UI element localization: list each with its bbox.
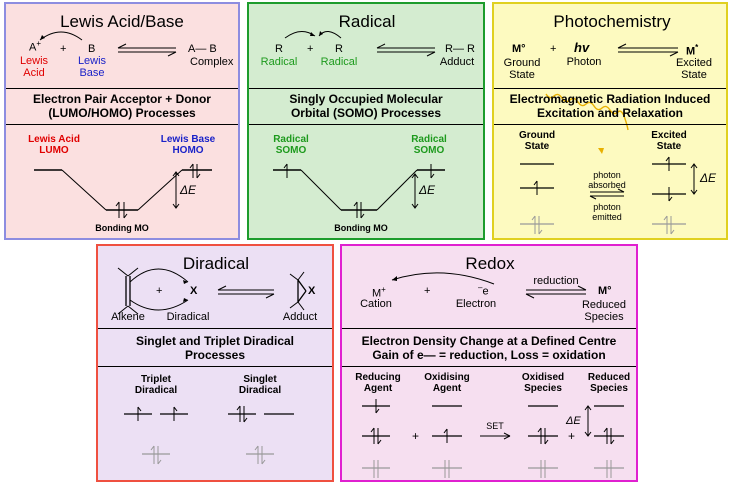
complex-label: Complex	[190, 56, 234, 68]
product-m-excited: M*	[686, 43, 699, 58]
delta-e-label: ΔE	[700, 171, 717, 185]
divider	[98, 366, 332, 367]
cation-label: Cation	[360, 298, 392, 310]
divider	[342, 328, 636, 329]
electron-symbol: –e	[478, 283, 489, 298]
adduct-label: Adduct	[282, 311, 318, 323]
bonding-mo-label: Bonding MO	[334, 223, 388, 233]
photon-label: Photon	[566, 56, 602, 68]
diradical-panel: Diradical	[96, 244, 334, 482]
product-ab: A— B	[188, 43, 217, 55]
plus-sign: +	[60, 43, 67, 55]
divider	[6, 88, 238, 89]
diradical-scheme-graphics	[117, 267, 307, 465]
species-a: A+	[29, 39, 42, 54]
alkene-label: Alkene	[111, 311, 145, 323]
redox-scheme-graphics	[362, 272, 624, 478]
panel-title: Photochemistry	[553, 12, 671, 31]
species-r1: R	[275, 43, 283, 55]
divider	[342, 366, 636, 367]
species-m: M°	[512, 43, 526, 55]
product-m-reduced: M°	[598, 285, 612, 297]
species-m-cation: M+	[372, 285, 386, 300]
diradical-label: Diradical	[166, 311, 210, 323]
delta-e-label: ΔE	[419, 183, 436, 197]
panel-description: Electron Density Change at a Defined Cen…	[361, 334, 617, 362]
photochemistry-graphics	[520, 43, 698, 235]
panel-title: Lewis Acid/Base	[60, 12, 184, 31]
bonding-mo-label: Bonding MO	[95, 223, 149, 233]
divider	[494, 124, 726, 125]
product-rr: R— R	[445, 43, 475, 55]
panel-title: Radical	[338, 12, 396, 31]
plus-sign: +	[156, 285, 163, 297]
electron-label: Electron	[455, 298, 497, 310]
delta-e-label: ΔE	[566, 415, 581, 427]
carbene-x: X	[190, 285, 198, 297]
adduct-label: Adduct	[439, 56, 475, 68]
plus-sign: +	[424, 285, 431, 297]
lewis-scheme-graphics	[34, 31, 212, 219]
species-r2: R	[335, 43, 343, 55]
panel-title: Redox	[465, 254, 515, 273]
plus-sign: +	[550, 43, 557, 55]
divider	[98, 328, 332, 329]
photochemistry-panel: Photochemistry	[492, 2, 728, 240]
divider	[6, 124, 238, 125]
plus-sign: +	[307, 43, 314, 55]
radical-scheme-graphics	[273, 31, 445, 219]
plus-sign-1: +	[412, 429, 420, 443]
redox-panel: Redox	[340, 244, 638, 482]
divider	[249, 88, 483, 89]
plus-sign-2: +	[568, 429, 576, 443]
panel-description: Electron Pair Acceptor + Donor(LUMO/HOMO…	[33, 92, 211, 120]
delta-e-label: ΔE	[180, 183, 197, 197]
reduction-label: reduction	[533, 275, 579, 287]
hv-symbol: hv	[574, 40, 590, 55]
radical-panel: Radical R + R R— R Radical Radical Adduc…	[247, 2, 485, 240]
radical-label-1: Radical	[260, 56, 298, 68]
species-b: B	[88, 43, 96, 55]
panel-title: Diradical	[182, 254, 250, 273]
set-label: SET	[486, 421, 504, 431]
divider	[494, 88, 726, 89]
radical-label-2: Radical	[320, 56, 358, 68]
divider	[249, 124, 483, 125]
adduct-x: X	[308, 285, 316, 297]
